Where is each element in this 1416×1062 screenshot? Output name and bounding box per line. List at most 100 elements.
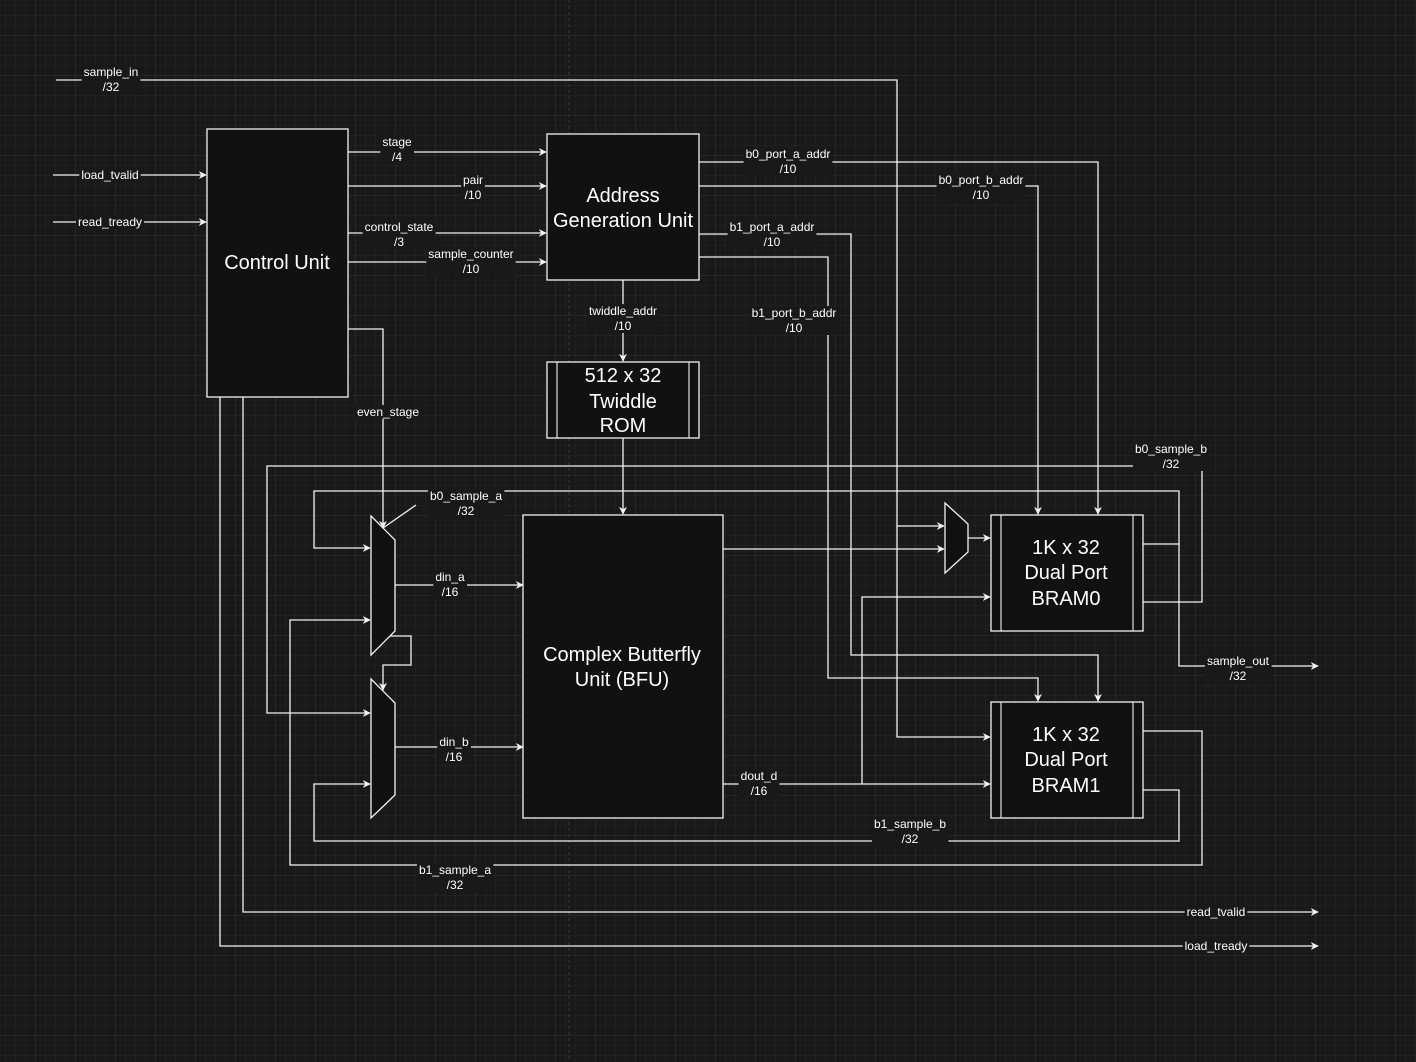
- wire-b1-port-b-addr: [699, 256, 1042, 702]
- svg-text:dout_d: dout_d: [741, 769, 778, 783]
- label-sample-counter: sample_counter /10: [426, 247, 516, 276]
- svg-text:/32: /32: [1230, 669, 1247, 683]
- wire-sample-in-to-bram1: [896, 526, 991, 741]
- svg-text:load_tvalid: load_tvalid: [81, 168, 138, 182]
- label-b0-sample-b: b0_sample_b /32: [1132, 442, 1210, 471]
- svg-text:twiddle_addr: twiddle_addr: [589, 304, 657, 318]
- label-stage: stage /4: [380, 135, 415, 164]
- agu-label-line-1: Address: [586, 185, 659, 207]
- svg-text:/4: /4: [392, 150, 402, 164]
- label-dout-d: dout_d /16: [738, 769, 780, 798]
- svg-text:/10: /10: [465, 188, 482, 202]
- svg-text:b0_sample_b: b0_sample_b: [1135, 442, 1207, 456]
- twiddle-rom-block: 512 x 32 Twiddle ROM: [546, 361, 700, 439]
- wire-even-stage: [348, 328, 387, 529]
- bram1-label-line-1: 1K x 32: [1032, 724, 1100, 746]
- svg-text:/10: /10: [764, 235, 781, 249]
- wire-b0-sample-a-to-sample-out: [1178, 544, 1319, 670]
- svg-text:b0_port_a_addr: b0_port_a_addr: [746, 147, 831, 161]
- bram0-label-line-1: 1K x 32: [1032, 537, 1100, 559]
- svg-text:/10: /10: [973, 188, 990, 202]
- label-sample-out: sample_out /32: [1204, 654, 1272, 683]
- wire-load-tready: [219, 397, 1319, 950]
- svg-text:b1_port_b_addr: b1_port_b_addr: [752, 306, 837, 320]
- wire-b0-sample-a: [313, 490, 1180, 552]
- svg-text:/16: /16: [442, 585, 459, 599]
- svg-text:/16: /16: [751, 784, 768, 798]
- svg-text:read_tready: read_tready: [78, 215, 142, 229]
- label-even-stage: even_stage: [354, 405, 422, 419]
- svg-text:sample_in: sample_in: [84, 65, 139, 79]
- svg-text:b0_port_b_addr: b0_port_b_addr: [939, 173, 1024, 187]
- mux-a: [370, 514, 396, 657]
- agu-label-line-2: Generation Unit: [553, 210, 694, 232]
- rom-label-line-2: Twiddle: [589, 391, 657, 413]
- bram1-block: 1K x 32 Dual Port BRAM1: [990, 701, 1144, 819]
- svg-text:even_stage: even_stage: [357, 405, 419, 419]
- wire-read-tvalid: [242, 397, 1319, 916]
- label-twiddle-addr: twiddle_addr /10: [586, 304, 660, 333]
- wire-b1-sample-a: [289, 616, 1203, 866]
- label-pair: pair /10: [460, 173, 486, 202]
- bram1-label-line-3: BRAM1: [1032, 775, 1101, 797]
- svg-text:/10: /10: [615, 319, 632, 333]
- label-b0-sample-a: b0_sample_a /32: [427, 489, 505, 518]
- svg-text:b1_sample_b: b1_sample_b: [874, 817, 946, 831]
- svg-text:b1_port_a_addr: b1_port_a_addr: [730, 220, 815, 234]
- wire-b1-sample-b: [313, 780, 1180, 842]
- svg-text:/10: /10: [786, 321, 803, 335]
- label-din-b: din_b /16: [437, 735, 471, 764]
- svg-text:/32: /32: [103, 80, 120, 94]
- label-b0-port-a-addr: b0_port_a_addr /10: [743, 147, 833, 176]
- label-b1-port-a-addr: b1_port_a_addr /10: [727, 220, 817, 249]
- label-sample-in: sample_in /32: [81, 65, 141, 94]
- label-read-tready: read_tready: [75, 215, 145, 229]
- control-unit-block: Control Unit: [206, 128, 349, 398]
- label-read-tvalid: read_tvalid: [1184, 905, 1248, 919]
- wire-mux-sel-chain: [379, 635, 412, 691]
- svg-text:/32: /32: [458, 504, 475, 518]
- signal-labels: sample_in /32 load_tvalid read_tready st…: [75, 65, 1272, 953]
- svg-text:load_tready: load_tready: [1185, 939, 1248, 953]
- svg-text:sample_counter: sample_counter: [428, 247, 513, 261]
- label-b0-port-b-addr: b0_port_b_addr /10: [936, 173, 1026, 202]
- svg-text:/10: /10: [780, 162, 797, 176]
- svg-text:/32: /32: [1163, 457, 1180, 471]
- svg-text:b1_sample_a: b1_sample_a: [419, 863, 491, 877]
- wire-sample-in: [56, 79, 945, 530]
- wire-b0-sample-b: [266, 465, 1203, 717]
- label-load-tvalid: load_tvalid: [79, 168, 141, 182]
- label-b1-sample-b: b1_sample_b /32: [871, 817, 949, 846]
- rom-label-line-3: ROM: [600, 415, 647, 437]
- agu-block: Address Generation Unit: [546, 133, 700, 281]
- label-load-tready: load_tready: [1182, 939, 1250, 953]
- svg-text:/10: /10: [463, 262, 480, 276]
- bram0-label-line-2: Dual Port: [1024, 562, 1108, 584]
- wire-dout-d-to-bram0: [861, 593, 991, 784]
- wire-b0-port-b-addr: [699, 185, 1042, 515]
- svg-text:stage: stage: [382, 135, 412, 149]
- svg-text:read_tvalid: read_tvalid: [1187, 905, 1246, 919]
- rom-label-line-1: 512 x 32: [585, 365, 662, 387]
- svg-text:b0_sample_a: b0_sample_a: [430, 489, 502, 503]
- bram0-block: 1K x 32 Dual Port BRAM0: [990, 514, 1144, 632]
- bfu-label-line-2: Unit (BFU): [575, 669, 669, 691]
- svg-text:sample_out: sample_out: [1207, 654, 1270, 668]
- svg-text:/32: /32: [902, 832, 919, 846]
- bram1-label-line-2: Dual Port: [1024, 749, 1108, 771]
- bram0-label-line-3: BRAM0: [1032, 588, 1101, 610]
- svg-text:din_b: din_b: [439, 735, 469, 749]
- label-b1-sample-a: b1_sample_a /32: [416, 863, 494, 892]
- wire-mux-sel-tap: [382, 504, 417, 529]
- label-control-state: control_state /3: [362, 220, 436, 249]
- svg-text:control_state: control_state: [365, 220, 434, 234]
- label-b1-port-b-addr: b1_port_b_addr /10: [749, 306, 839, 335]
- svg-text:din_a: din_a: [435, 570, 465, 584]
- bfu-block: Complex Butterfly Unit (BFU): [522, 514, 724, 819]
- svg-text:/16: /16: [446, 750, 463, 764]
- svg-text:/32: /32: [447, 878, 464, 892]
- mux-bram0-input: [944, 501, 969, 575]
- bfu-label-line-1: Complex Butterfly: [543, 644, 701, 666]
- mux-b: [370, 677, 396, 820]
